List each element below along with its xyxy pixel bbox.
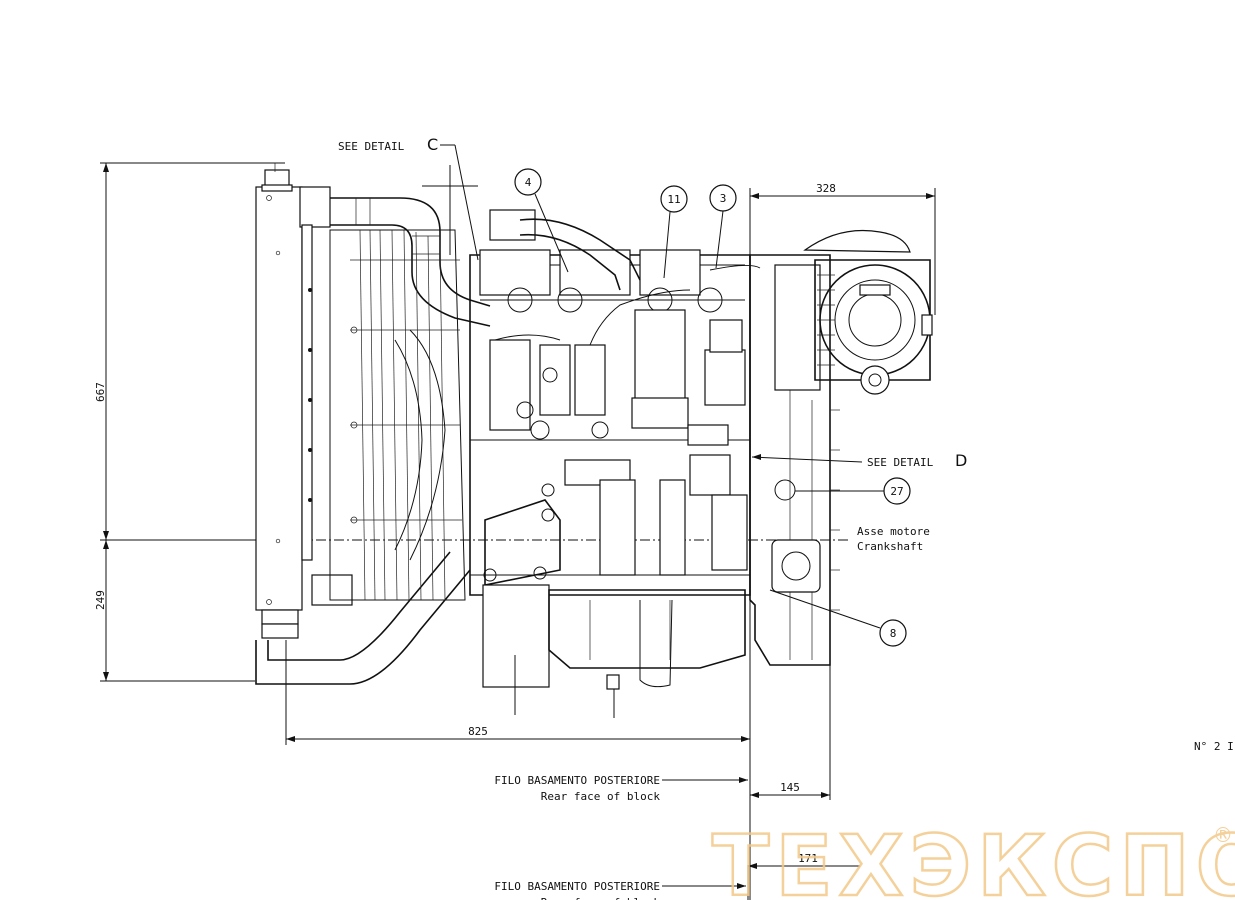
engine-block: [469, 209, 761, 688]
watermark-text: ТЕХЭКСПО: [712, 817, 1235, 900]
callout-8: 8: [769, 589, 907, 647]
sheet-number: N° 2 I: [1194, 740, 1234, 753]
watermark-logo: ТЕХЭКСПО ®: [711, 816, 1235, 900]
callout-3: 3: [709, 184, 737, 269]
detail-d-callout: SEE DETAIL D: [751, 451, 967, 470]
dim-249: 249: [94, 590, 107, 610]
svg-text:27: 27: [890, 485, 903, 498]
flywheel-housing: [749, 254, 840, 666]
dim-171: 171: [798, 852, 818, 865]
watermark-registered-icon: ®: [1213, 823, 1233, 847]
dim-667: 667: [94, 382, 107, 402]
rear-face-label-it-2: FILO BASAMENTO POSTERIORE: [494, 880, 660, 893]
radiator: [255, 163, 331, 639]
top-dimension: 328: [749, 182, 936, 315]
detail-c-letter: C: [427, 135, 438, 154]
axis-label-en: Crankshaft: [857, 540, 923, 553]
rear-face-dimension: 145 FILO BASAMENTO POSTERIORE Rear face …: [494, 665, 831, 803]
detail-d-letter: D: [955, 451, 967, 470]
axis-label-it: Asse motore: [857, 525, 930, 538]
callout-4: 4: [514, 168, 569, 273]
svg-text:8: 8: [890, 627, 897, 640]
dim-825: 825: [468, 725, 488, 738]
callout-11: 11: [660, 185, 688, 279]
dim-145: 145: [780, 781, 800, 794]
rear-face-dimension-2: 171 FILO BASAMENTO POSTERIORE Rear face …: [494, 852, 860, 900]
detail-c-callout: SEE DETAIL C: [338, 135, 479, 261]
rear-face-label-it: FILO BASAMENTO POSTERIORE: [494, 774, 660, 787]
rear-face-label-en: Rear face of block: [541, 790, 661, 803]
svg-text:11: 11: [667, 193, 680, 206]
rear-face-label-en-2: Rear face of block: [541, 896, 661, 900]
svg-text:3: 3: [720, 192, 727, 205]
fan-guard: [329, 229, 466, 601]
see-detail-d-label: SEE DETAIL: [867, 456, 934, 469]
air-filter: [774, 229, 933, 395]
svg-text:4: 4: [525, 176, 532, 189]
see-detail-c-label: SEE DETAIL: [338, 140, 405, 153]
width-dimension: 825: [285, 595, 751, 900]
dim-328: 328: [816, 182, 836, 195]
callout-27: 27: [795, 477, 911, 505]
upper-hose: [330, 197, 491, 327]
oil-sump: [482, 584, 746, 718]
